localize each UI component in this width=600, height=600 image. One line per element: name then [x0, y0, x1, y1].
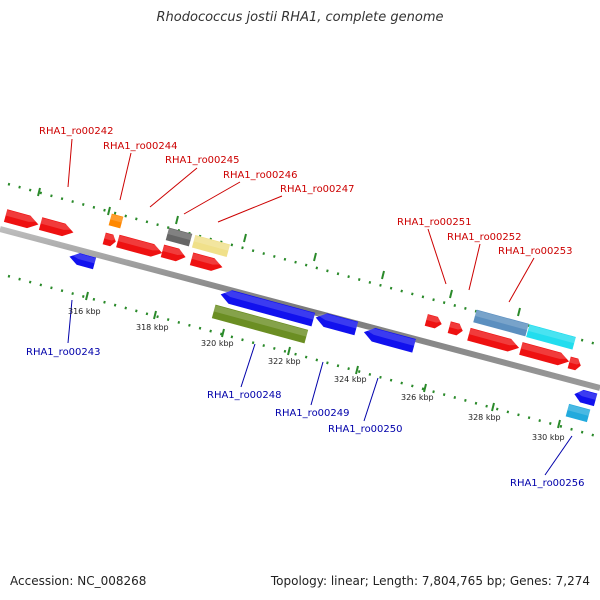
gene-arrow-n[interactable] — [519, 342, 571, 368]
accession-text: Accession: NC_008268 — [10, 574, 147, 588]
tick-label: 320 kbp — [201, 339, 234, 348]
gene-box-cyan[interactable] — [526, 324, 576, 350]
gene-box-lightblue[interactable] — [565, 403, 591, 423]
gene-arrow-l[interactable] — [447, 321, 465, 336]
gene-label[interactable]: RHA1_ro00247 — [280, 184, 355, 195]
tick-labels: 316 kbp 318 kbp 320 kbp 322 kbp 324 kbp 326 k… — [68, 307, 565, 442]
gene-label[interactable]: RHA1_ro00244 — [103, 141, 178, 152]
gene-arrow-c[interactable] — [102, 232, 118, 248]
gene-arrow-d[interactable] — [116, 234, 164, 260]
gene-label[interactable]: RHA1_ro00248 — [207, 390, 282, 401]
genome-backbone — [0, 226, 600, 391]
gene-label[interactable]: RHA1_ro00253 — [498, 246, 573, 257]
leader-line — [544, 435, 573, 476]
leader-line — [310, 361, 324, 406]
label-leaders — [67, 138, 573, 476]
genome-summary-text: Topology: linear; Length: 7,804,765 bp; … — [270, 574, 590, 588]
leader-line — [119, 152, 132, 201]
leader-line — [427, 228, 447, 285]
gene-arrow-a[interactable] — [3, 209, 40, 230]
gene-arrow-f[interactable] — [189, 252, 224, 274]
tick-label: 316 kbp — [68, 307, 101, 316]
gene-arrow-g[interactable] — [68, 251, 97, 270]
gene-arrow-j[interactable] — [362, 325, 416, 353]
gene-label[interactable]: RHA1_ro00252 — [447, 232, 522, 243]
gene-label[interactable]: RHA1_ro00242 — [39, 126, 114, 137]
major-ticks — [37, 187, 561, 429]
tick-label: 324 kbp — [334, 375, 367, 384]
leader-line — [67, 138, 73, 188]
gene-label[interactable]: RHA1_ro00243 — [26, 347, 101, 358]
leader-line — [217, 195, 283, 223]
gene-arrow-h[interactable] — [219, 288, 316, 327]
tick-label: 330 kbp — [532, 433, 565, 442]
tick-label: 322 kbp — [268, 357, 301, 366]
gene-box-olive[interactable] — [211, 304, 309, 344]
map-title: Rhodococcus jostii RHA1, complete genome — [156, 10, 444, 25]
gene-box-steelblue[interactable] — [473, 309, 529, 337]
gene-label[interactable]: RHA1_ro00256 — [510, 478, 585, 489]
leader-line — [468, 243, 481, 291]
gene-arrow-b[interactable] — [38, 217, 75, 238]
leader-line — [240, 343, 256, 388]
gene-label[interactable]: RHA1_ro00246 — [223, 170, 298, 181]
gene-arrow-k[interactable] — [424, 314, 444, 330]
gene-label[interactable]: RHA1_ro00245 — [165, 155, 240, 166]
tick-label: 318 kbp — [136, 323, 169, 332]
tick-label: 328 kbp — [468, 413, 501, 422]
leader-line — [508, 257, 535, 303]
tick-label: 326 kbp — [401, 393, 434, 402]
leader-line — [183, 181, 241, 215]
gene-box-orange[interactable] — [108, 213, 124, 229]
gene-label[interactable]: RHA1_ro00251 — [397, 217, 472, 228]
gene-box-gray[interactable] — [165, 227, 193, 247]
gene-arrow-o[interactable] — [567, 356, 583, 372]
leader-line — [67, 299, 73, 344]
gene-box-yellow[interactable] — [191, 235, 231, 257]
gene-label[interactable]: RHA1_ro00249 — [275, 408, 350, 419]
leader-line — [363, 377, 379, 422]
gene-arrow-p[interactable] — [573, 388, 598, 407]
gene-label[interactable]: RHA1_ro00250 — [328, 424, 403, 435]
gene-arrow-i[interactable] — [314, 311, 359, 336]
leader-line — [149, 167, 198, 208]
gene-arrow-m[interactable] — [467, 327, 521, 354]
genes-layer — [3, 209, 598, 423]
gene-arrow-e[interactable] — [160, 244, 188, 264]
